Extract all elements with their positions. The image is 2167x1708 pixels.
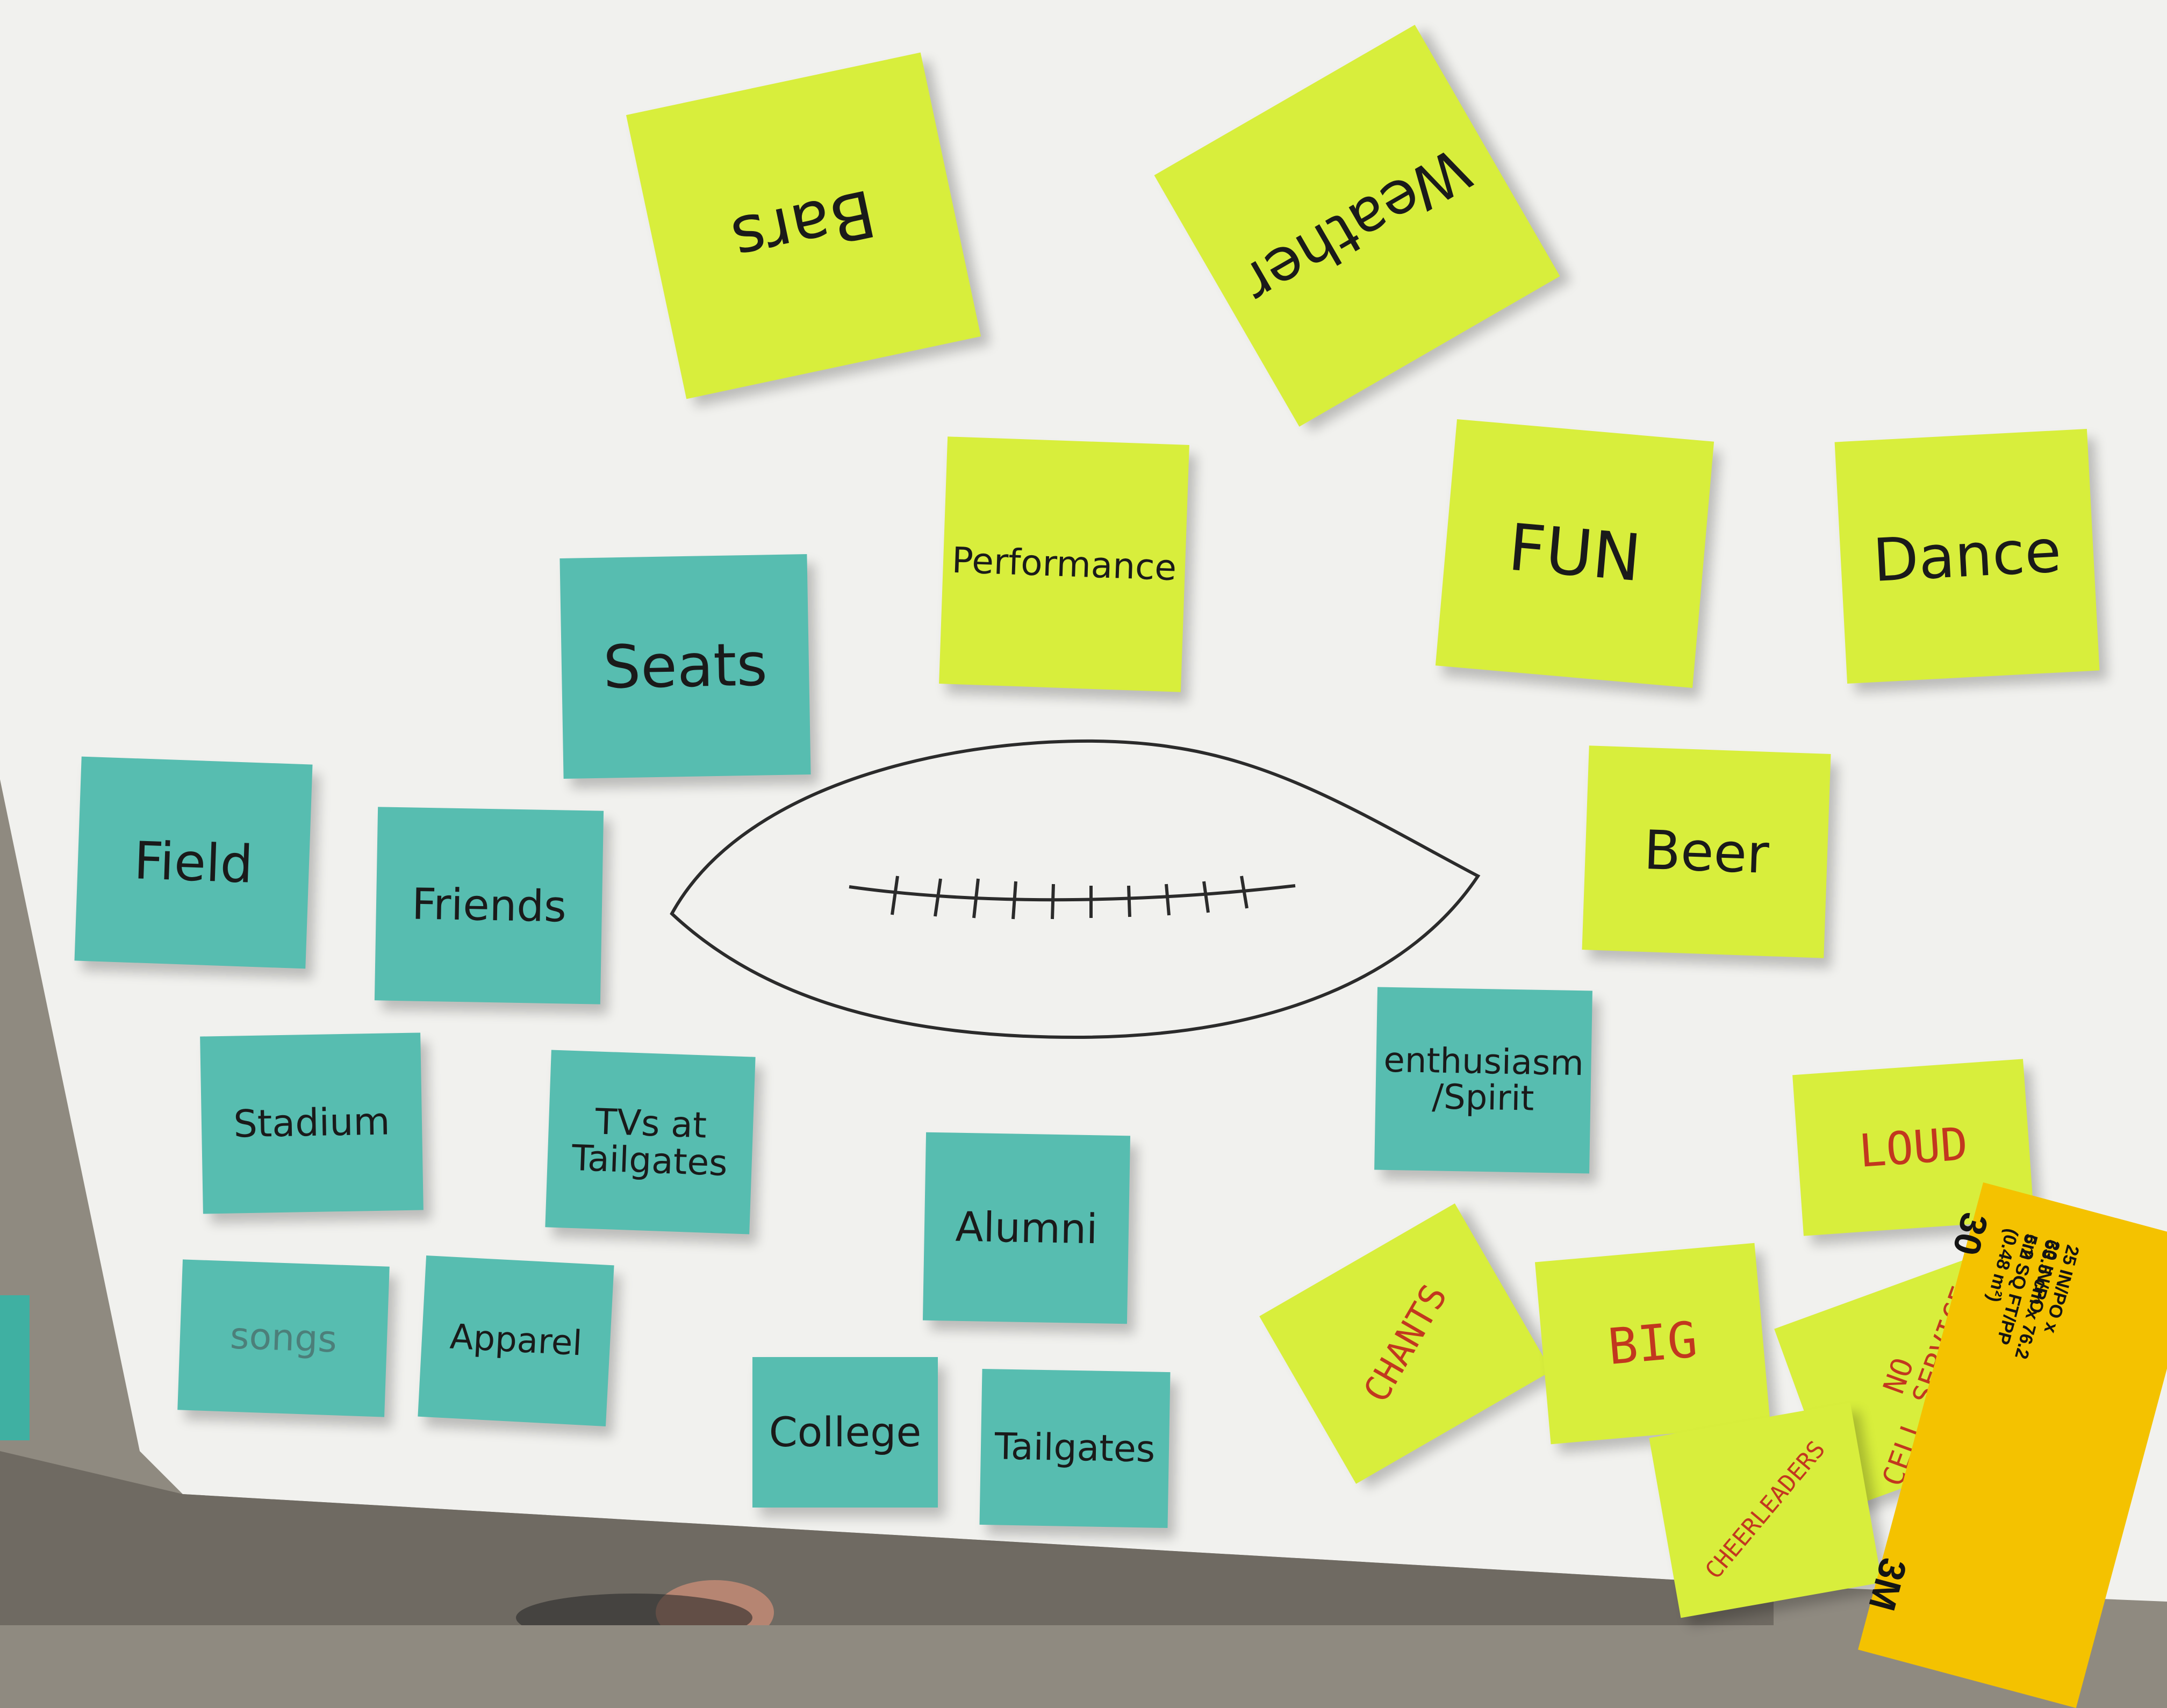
sticky-note-big: BIG <box>1534 1243 1771 1445</box>
sticky-note-tailgates: Tailgates <box>979 1368 1171 1528</box>
note-text: LOUD <box>1857 1117 1970 1178</box>
sticky-note-tvs-at-tailgates: TVs at Tailgates <box>545 1050 756 1235</box>
note-text: Performance <box>951 540 1178 589</box>
note-text: Bars <box>725 174 882 278</box>
sticky-pad-edge <box>0 1295 30 1440</box>
note-text: Seats <box>602 630 768 702</box>
sticky-note-enthusiasm-spirit: enthusiasm /Spirit <box>1374 987 1592 1174</box>
note-text: TVs at Tailgates <box>571 1101 728 1185</box>
football-laces <box>891 875 1248 920</box>
sticky-note-apparel: Apparel <box>418 1255 614 1426</box>
sticky-note-field: Field <box>74 756 313 969</box>
football-outline <box>670 739 1481 1039</box>
sticky-note-friends: Friends <box>374 807 604 1004</box>
note-text: Dance <box>1871 516 2063 595</box>
note-text: Alumni <box>955 1202 1099 1253</box>
football-seam <box>849 884 1296 902</box>
sticky-note-fun: FUN <box>1435 419 1714 688</box>
note-text: Apparel <box>449 1317 583 1364</box>
note-text: CHEERLEADERS <box>1699 1436 1831 1584</box>
note-text: Weather <box>1232 134 1482 318</box>
sticky-note-performance: Performance <box>939 436 1189 692</box>
note-text: BIG <box>1605 1310 1700 1376</box>
note-text: Field <box>133 830 254 895</box>
poster-paper <box>0 0 2167 1602</box>
sticky-note-alumni: Alumni <box>922 1132 1131 1324</box>
sticky-note-seats: Seats <box>559 554 811 779</box>
sticky-note-dance: Dance <box>1834 429 2100 684</box>
note-text: Tailgates <box>994 1425 1156 1471</box>
sticky-note-bars: Bars <box>626 52 981 399</box>
note-text: Beer <box>1642 818 1770 886</box>
sticky-note-college: College <box>752 1357 938 1508</box>
note-text: enthusiasm /Spirit <box>1383 1040 1584 1119</box>
note-text: CHANTS <box>1355 1278 1455 1410</box>
note-text: College <box>769 1408 922 1456</box>
note-text: FUN <box>1505 510 1644 597</box>
note-text: songs <box>229 1315 338 1361</box>
note-text: Stadium <box>233 1099 391 1146</box>
sticky-note-beer: Beer <box>1582 745 1831 958</box>
football-drawing <box>670 739 1481 1039</box>
sticky-note-stadium: Stadium <box>200 1032 424 1214</box>
sticky-note-songs: songs <box>177 1259 390 1417</box>
sticky-note-cheerleaders: CHEERLEADERS <box>1649 1402 1882 1618</box>
note-text: Friends <box>411 879 567 932</box>
